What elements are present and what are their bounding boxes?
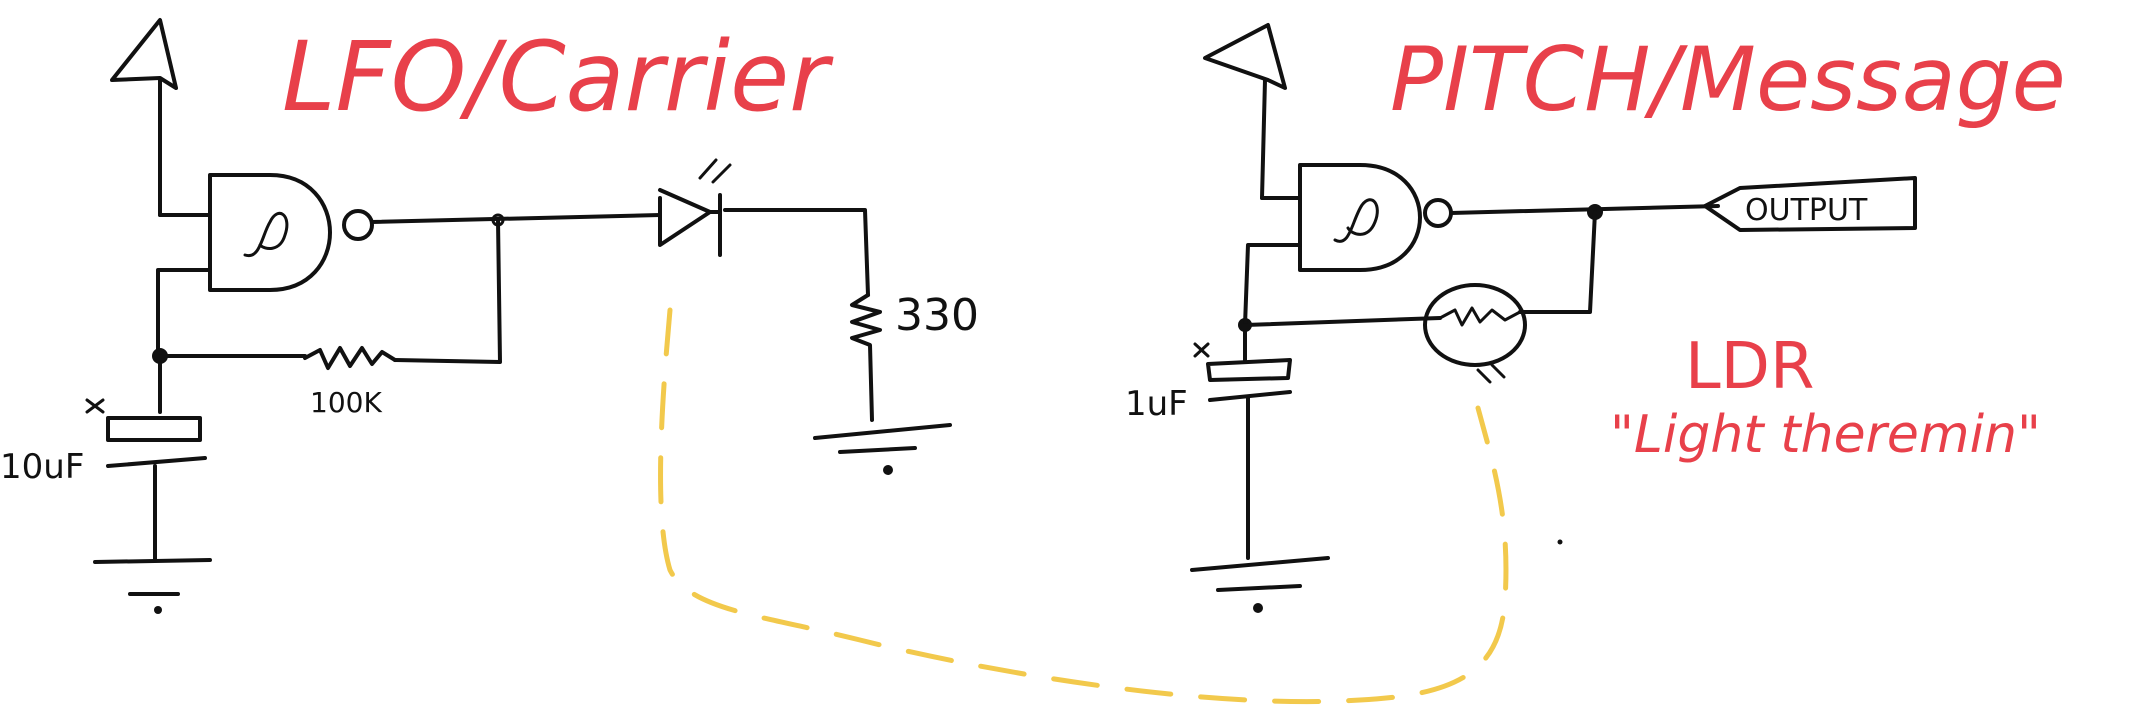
output-label: OUTPUT <box>1745 193 1868 228</box>
resistor-100k-label: 100K <box>310 386 382 419</box>
left-led-icon <box>658 188 722 257</box>
title-lfo-carrier: LFO/Carrier <box>282 21 834 133</box>
capacitor-10uf-label: 10uF <box>0 447 84 487</box>
light-coupling-link <box>658 307 1509 705</box>
right-supply-arrow-icon <box>1203 23 1287 200</box>
left-capacitor <box>106 416 207 468</box>
right-led-ground-icon <box>813 423 952 454</box>
right-circuit: OUTPUT 1uF <box>1125 23 1917 613</box>
right-schmitt-gate-icon <box>1298 163 1422 272</box>
right-ground-icon <box>1190 556 1330 592</box>
left-resistor-330 <box>850 293 882 422</box>
left-schmitt-gate-icon <box>208 173 332 292</box>
left-ground-icon <box>93 558 212 596</box>
ldr-label: LDR <box>1685 330 1814 404</box>
capacitor-1uf-label: 1uF <box>1125 384 1188 424</box>
resistor-330-label: 330 <box>895 290 979 341</box>
ldr-icon <box>1423 283 1527 367</box>
title-pitch-message: PITCH/Message <box>1390 28 2066 131</box>
left-supply-arrow-icon <box>110 18 178 217</box>
left-circuit: 100K 10uF 330 <box>0 18 979 614</box>
left-resistor-100k <box>303 346 397 370</box>
right-capacitor <box>1206 358 1292 402</box>
ldr-nickname: "Light theremin" <box>1610 405 2041 465</box>
output-tag <box>1703 176 1917 232</box>
